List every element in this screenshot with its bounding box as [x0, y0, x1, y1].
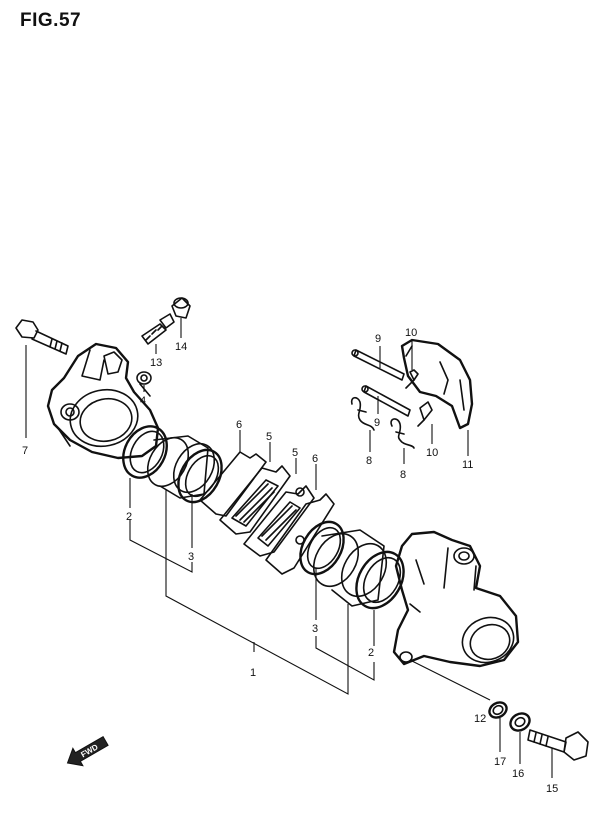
part-11-pad-cover [400, 338, 474, 430]
part-12-washer [488, 701, 508, 719]
part-5-pad-right [243, 485, 315, 557]
part-9-pad-pin-upper [351, 349, 405, 381]
callout-5-left: 5 [266, 431, 272, 443]
part-1-piston-left [146, 435, 216, 499]
callout-6-right: 6 [312, 453, 318, 465]
callout-7: 7 [22, 445, 28, 457]
callout-2-right: 2 [368, 647, 374, 659]
callout-2-left: 2 [126, 511, 132, 523]
part-9-pad-pin-lower [361, 385, 411, 417]
forward-arrow-icon [66, 735, 109, 767]
part-16-washer [509, 712, 531, 732]
callout-16: 16 [512, 768, 524, 780]
callout-8-right: 8 [400, 469, 406, 481]
callout-9-lower: 9 [374, 417, 380, 429]
forward-arrow: FWD [66, 735, 109, 767]
callout-3-left: 3 [188, 551, 194, 563]
part-6-shim-left [199, 451, 267, 517]
callout-3-right: 3 [312, 623, 318, 635]
callout-9-upper: 9 [375, 333, 381, 345]
part-5-pad-left [219, 465, 291, 535]
part-2-piston-seal-right [355, 550, 405, 610]
callout-12: 12 [474, 713, 486, 725]
figure-title: FIG.57 [20, 10, 82, 31]
part-7-bolt [15, 319, 69, 355]
part-14-bleeder-cap [171, 297, 191, 319]
part-4-washer [136, 371, 152, 385]
part-2-piston-seal-left [122, 425, 168, 479]
callout-14: 14 [175, 341, 187, 353]
callout-labels: 7 13 14 4 2 3 6 5 5 6 9 10 9 8 8 10 11 1… [22, 327, 558, 795]
callout-8-left: 8 [366, 455, 372, 467]
callout-13: 13 [150, 357, 162, 369]
leader-lines [25, 318, 553, 778]
part-15-bolt [527, 729, 589, 761]
part-10-clip-lower [417, 401, 433, 427]
callout-10-upper: 10 [405, 327, 417, 339]
part-3-dust-seal-right [299, 520, 345, 576]
callout-17: 17 [494, 756, 506, 768]
part-8-pad-spring-left [350, 396, 375, 431]
callout-6-left: 6 [236, 419, 242, 431]
callout-4: 4 [140, 395, 146, 407]
caliper-right-housing [392, 530, 520, 668]
part-1-piston-right [312, 529, 388, 607]
callout-10-lower: 10 [426, 447, 438, 459]
callout-11: 11 [462, 459, 473, 471]
caliper-left-housing [46, 342, 160, 460]
part-13-bleeder-screw [141, 313, 175, 345]
callout-15: 15 [546, 783, 558, 795]
callout-1: 1 [250, 667, 256, 679]
callout-5-right: 5 [292, 447, 298, 459]
part-8-pad-spring-right [390, 418, 415, 449]
